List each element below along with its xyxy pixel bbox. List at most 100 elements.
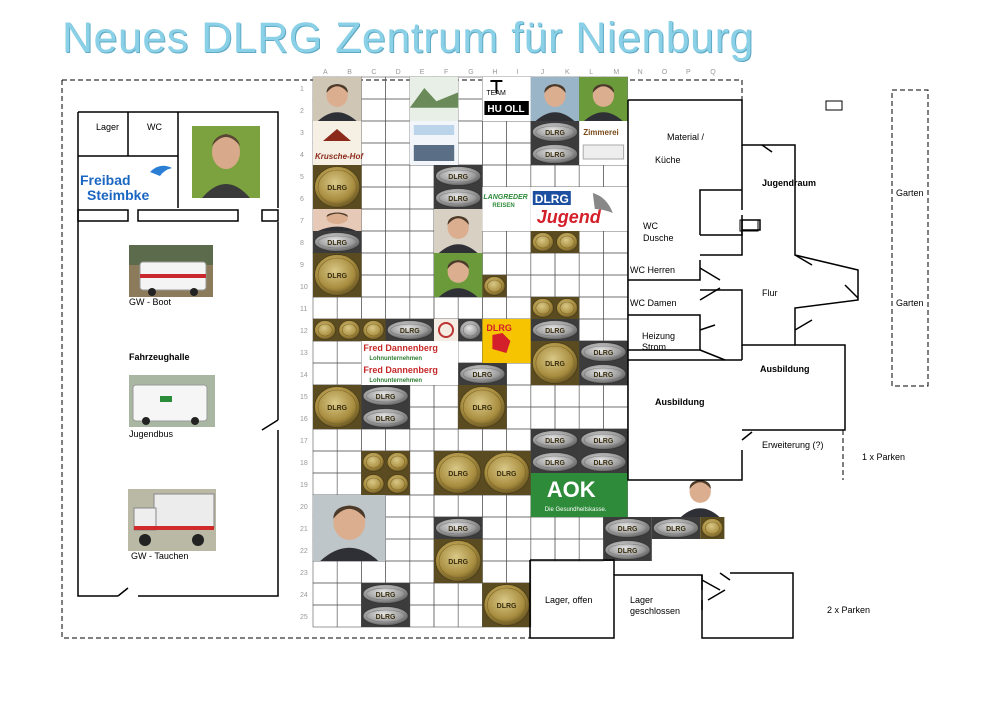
- room-wc-damen: WC Damen: [630, 298, 677, 308]
- gold-medal-tile: [530, 231, 555, 253]
- grid-cell: [312, 604, 338, 628]
- svg-text:DLRG: DLRG: [593, 438, 613, 445]
- grid-cell: [482, 428, 507, 452]
- grid-row-label: 16: [300, 416, 308, 423]
- grid-cell: [385, 560, 411, 584]
- gold-medal-tile: [700, 517, 725, 539]
- grid-cell: [385, 98, 411, 122]
- svg-text:Lohnunternehmen: Lohnunternehmen: [369, 378, 422, 384]
- silver-medal-tile: DLRG: [530, 319, 580, 341]
- silver-medal-tile: DLRG: [530, 451, 580, 473]
- grid-cell: [385, 142, 411, 166]
- grid-cell: [578, 230, 604, 254]
- gold-medal-tile: [555, 231, 580, 253]
- svg-text:Krusche-Hof: Krusche-Hof: [315, 152, 364, 161]
- grid-cell: [312, 472, 338, 496]
- grid-row-label: 8: [300, 240, 304, 247]
- fixture-square: [825, 100, 843, 111]
- portrait-tile: [313, 77, 362, 121]
- grid-cell: [603, 406, 628, 430]
- silver-medal-tile: DLRG: [603, 539, 652, 561]
- grid-cell: [385, 516, 411, 540]
- grid-cell: [433, 296, 459, 320]
- gold-medal-tile: DLRG: [482, 451, 531, 495]
- svg-text:DLRG: DLRG: [376, 592, 396, 599]
- svg-text:DLRG: DLRG: [327, 405, 347, 412]
- grid-cell: [578, 384, 604, 408]
- grid-cell: [409, 472, 435, 496]
- svg-text:DLRG: DLRG: [618, 548, 638, 555]
- grid-cell: [361, 230, 386, 254]
- grid-cell: [554, 274, 580, 298]
- grid-cell: [361, 208, 386, 232]
- svg-text:DLRG: DLRG: [472, 405, 492, 412]
- gold-medal-tile: DLRG: [482, 583, 531, 627]
- grid-cell: [336, 450, 362, 474]
- svg-text:Fred Dannenberg: Fred Dannenberg: [363, 365, 438, 375]
- svg-text:TEAM: TEAM: [486, 90, 506, 97]
- grid-cell: [506, 560, 532, 584]
- svg-text:DLRG: DLRG: [545, 328, 565, 335]
- grid-row-label: 22: [300, 548, 308, 555]
- grid-cell: [457, 494, 483, 518]
- grid-cell: [506, 164, 532, 188]
- grid-cell: [482, 142, 507, 166]
- grid-cell: [312, 560, 338, 584]
- svg-text:Zimmerei: Zimmerei: [583, 128, 619, 137]
- grid-cell: [433, 428, 459, 452]
- grid-cell: [361, 252, 386, 276]
- grid-cell: [409, 208, 435, 232]
- grid-row-label: 4: [300, 152, 304, 159]
- grid-cell: [482, 230, 507, 254]
- gold-medal-tile: DLRG: [434, 539, 483, 583]
- grid-row-label: 1: [300, 86, 304, 93]
- grid-cell: [312, 362, 338, 386]
- silver-medal-tile: DLRG: [530, 121, 580, 143]
- grid-cell: [409, 230, 435, 254]
- silver-medal-tile: DLRG: [434, 165, 483, 187]
- grid-cell: [530, 516, 556, 540]
- grid-cell: [457, 582, 483, 606]
- grid-cell: [530, 406, 556, 430]
- grid-cell: [312, 582, 338, 606]
- vehicle-photo-jugendbus: [129, 375, 215, 427]
- grid-cell: [385, 296, 411, 320]
- grid-cell: [361, 98, 386, 122]
- grid-cell: [506, 230, 532, 254]
- vehicle-photo-tauchen: [128, 489, 216, 551]
- grid-cell: [578, 538, 604, 562]
- svg-text:DLRG: DLRG: [535, 192, 569, 206]
- silver-medal-tile: DLRG: [579, 363, 628, 385]
- silver-medal-tile: DLRG: [385, 319, 434, 341]
- grid-cell: [312, 450, 338, 474]
- grid-cell: [482, 516, 507, 540]
- label-jugendbus: Jugendbus: [129, 429, 174, 439]
- room-fahrzeughalle: Fahrzeughalle: [129, 352, 190, 362]
- room-kueche: Küche: [655, 155, 681, 165]
- grid-row-label: 19: [300, 482, 308, 489]
- gold-medal-tile: DLRG: [434, 451, 483, 495]
- grid-cell: [603, 384, 628, 408]
- grid-cell: [336, 362, 362, 386]
- grid-cell: [361, 186, 386, 210]
- grid-cell: [433, 604, 459, 628]
- grid-cell: [578, 516, 604, 540]
- grid-cell: [312, 296, 338, 320]
- grid-column-label: C: [371, 69, 376, 76]
- silver-medal-tile: DLRG: [361, 385, 410, 407]
- grid-cell: [578, 274, 604, 298]
- grid-row-label: 2: [300, 108, 304, 115]
- grid-cell: [409, 384, 435, 408]
- grid-cell: [336, 604, 362, 628]
- silver-medal-tile: DLRG: [579, 451, 628, 473]
- grid-column-label: F: [444, 69, 448, 76]
- grid-cell: [433, 582, 459, 606]
- room-wc: WC: [147, 122, 162, 132]
- grid-cell: [530, 274, 556, 298]
- svg-text:DLRG: DLRG: [472, 372, 492, 379]
- grid-cell: [385, 494, 411, 518]
- gold-medal-tile: [361, 319, 386, 341]
